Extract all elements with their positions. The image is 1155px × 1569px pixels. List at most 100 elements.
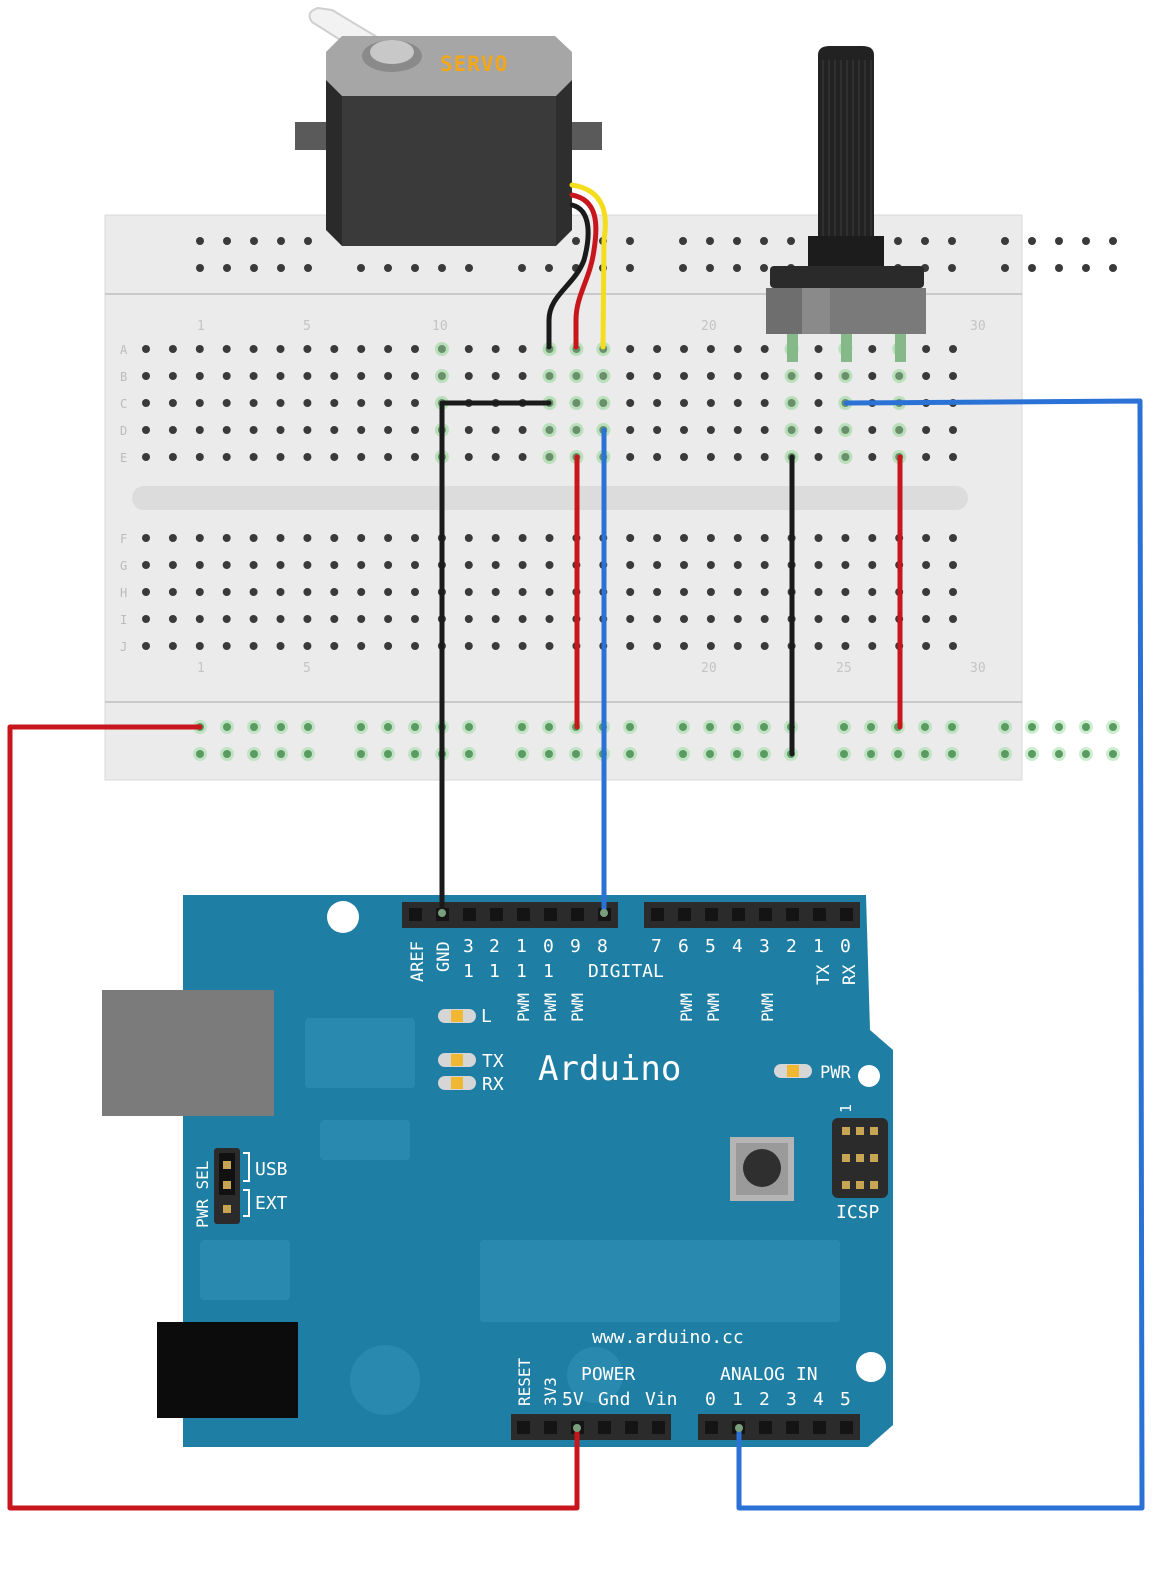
breadboard-hole[interactable] — [357, 615, 366, 623]
breadboard-hole[interactable] — [491, 642, 500, 650]
rail-hole[interactable] — [518, 750, 526, 758]
header-pin[interactable] — [409, 908, 422, 921]
breadboard-hole[interactable] — [384, 399, 393, 407]
rail-hole[interactable] — [921, 723, 929, 731]
breadboard-hole[interactable] — [303, 426, 312, 434]
breadboard-hole[interactable] — [303, 372, 312, 380]
header-pin[interactable] — [625, 1421, 638, 1434]
breadboard-hole[interactable] — [142, 345, 150, 353]
breadboard-hole[interactable] — [142, 399, 150, 407]
breadboard-hole[interactable] — [222, 399, 231, 407]
header-pin[interactable] — [759, 908, 772, 921]
rail-hole[interactable] — [223, 237, 231, 245]
breadboard-hole[interactable] — [330, 426, 339, 434]
breadboard-hole[interactable] — [303, 588, 312, 596]
breadboard-hole[interactable] — [249, 399, 258, 407]
breadboard-hole[interactable] — [626, 588, 635, 596]
breadboard-hole[interactable] — [303, 561, 312, 569]
breadboard-hole[interactable] — [276, 561, 285, 569]
breadboard-hole[interactable] — [949, 426, 957, 434]
rail-hole[interactable] — [1001, 237, 1009, 245]
breadboard-hole[interactable] — [518, 426, 527, 434]
breadboard-hole[interactable] — [949, 615, 957, 623]
rail-hole[interactable] — [840, 723, 848, 731]
rail-hole[interactable] — [357, 723, 365, 731]
breadboard-hole[interactable] — [411, 372, 419, 380]
rail-hole[interactable] — [438, 264, 446, 272]
breadboard-hole[interactable] — [680, 372, 688, 380]
breadboard-hole[interactable] — [626, 561, 635, 569]
breadboard-hole[interactable] — [411, 426, 419, 434]
rail-hole[interactable] — [760, 237, 768, 245]
breadboard-hole[interactable] — [545, 534, 554, 542]
breadboard-hole[interactable] — [814, 615, 823, 623]
breadboard-hole[interactable] — [249, 642, 258, 650]
rail-hole[interactable] — [1055, 264, 1063, 272]
header-pin[interactable] — [598, 1421, 611, 1434]
breadboard-hole[interactable] — [357, 588, 366, 596]
rail-hole[interactable] — [948, 264, 956, 272]
breadboard-hole[interactable] — [384, 345, 393, 353]
breadboard-hole[interactable] — [733, 453, 742, 461]
header-pin[interactable] — [517, 908, 530, 921]
breadboard-hole[interactable] — [814, 453, 823, 461]
breadboard-hole[interactable] — [249, 615, 258, 623]
breadboard-hole[interactable] — [491, 588, 500, 596]
breadboard-hole[interactable] — [142, 561, 150, 569]
breadboard-hole[interactable] — [195, 561, 204, 569]
breadboard-hole[interactable] — [195, 372, 204, 380]
breadboard-hole[interactable] — [868, 642, 877, 650]
breadboard-hole[interactable] — [357, 561, 366, 569]
breadboard-hole[interactable] — [706, 399, 715, 407]
rail-hole[interactable] — [840, 750, 848, 758]
breadboard-hole[interactable] — [357, 399, 366, 407]
breadboard-hole[interactable] — [653, 642, 662, 650]
breadboard-hole[interactable] — [464, 372, 473, 380]
rail-hole[interactable] — [411, 264, 419, 272]
rail-hole[interactable] — [1055, 723, 1063, 731]
rail-hole[interactable] — [465, 264, 473, 272]
rail-hole[interactable] — [223, 723, 231, 731]
breadboard-hole[interactable] — [222, 588, 231, 596]
rail-hole[interactable] — [706, 750, 714, 758]
breadboard-hole[interactable] — [733, 561, 742, 569]
header-pin[interactable] — [840, 908, 853, 921]
breadboard-hole[interactable] — [814, 561, 823, 569]
breadboard-hole[interactable] — [168, 399, 177, 407]
breadboard-hole[interactable] — [949, 453, 957, 461]
breadboard-hole[interactable] — [357, 372, 366, 380]
breadboard-hole[interactable] — [868, 345, 877, 353]
breadboard-hole[interactable] — [303, 453, 312, 461]
header-pin[interactable] — [705, 908, 718, 921]
rail-hole[interactable] — [304, 723, 312, 731]
breadboard-hole[interactable] — [922, 534, 931, 542]
breadboard-hole[interactable] — [249, 561, 258, 569]
breadboard-hole[interactable] — [411, 453, 419, 461]
rail-hole[interactable] — [760, 264, 768, 272]
breadboard-hole[interactable] — [626, 642, 635, 650]
breadboard-hole[interactable] — [330, 453, 339, 461]
breadboard-hole[interactable] — [545, 615, 554, 623]
rail-hole[interactable] — [518, 264, 526, 272]
breadboard-hole[interactable] — [814, 642, 823, 650]
breadboard-hole[interactable] — [626, 372, 635, 380]
rail-hole[interactable] — [1001, 264, 1009, 272]
rail-hole[interactable] — [1109, 723, 1117, 731]
rail-hole[interactable] — [304, 264, 312, 272]
breadboard-hole[interactable] — [330, 561, 339, 569]
breadboard-hole[interactable] — [491, 345, 500, 353]
rail-hole[interactable] — [1082, 723, 1090, 731]
breadboard-hole[interactable] — [626, 615, 635, 623]
icsp-header[interactable] — [832, 1118, 888, 1198]
breadboard-hole[interactable] — [195, 642, 204, 650]
breadboard-hole[interactable] — [922, 426, 931, 434]
rail-hole[interactable] — [921, 750, 929, 758]
breadboard-hole[interactable] — [760, 372, 769, 380]
breadboard-hole[interactable] — [222, 345, 231, 353]
header-pin[interactable] — [813, 1421, 826, 1434]
breadboard-hole[interactable] — [142, 372, 150, 380]
breadboard-hole[interactable] — [814, 372, 823, 380]
breadboard-hole[interactable] — [222, 426, 231, 434]
rail-hole[interactable] — [465, 723, 473, 731]
rail-hole[interactable] — [277, 237, 285, 245]
